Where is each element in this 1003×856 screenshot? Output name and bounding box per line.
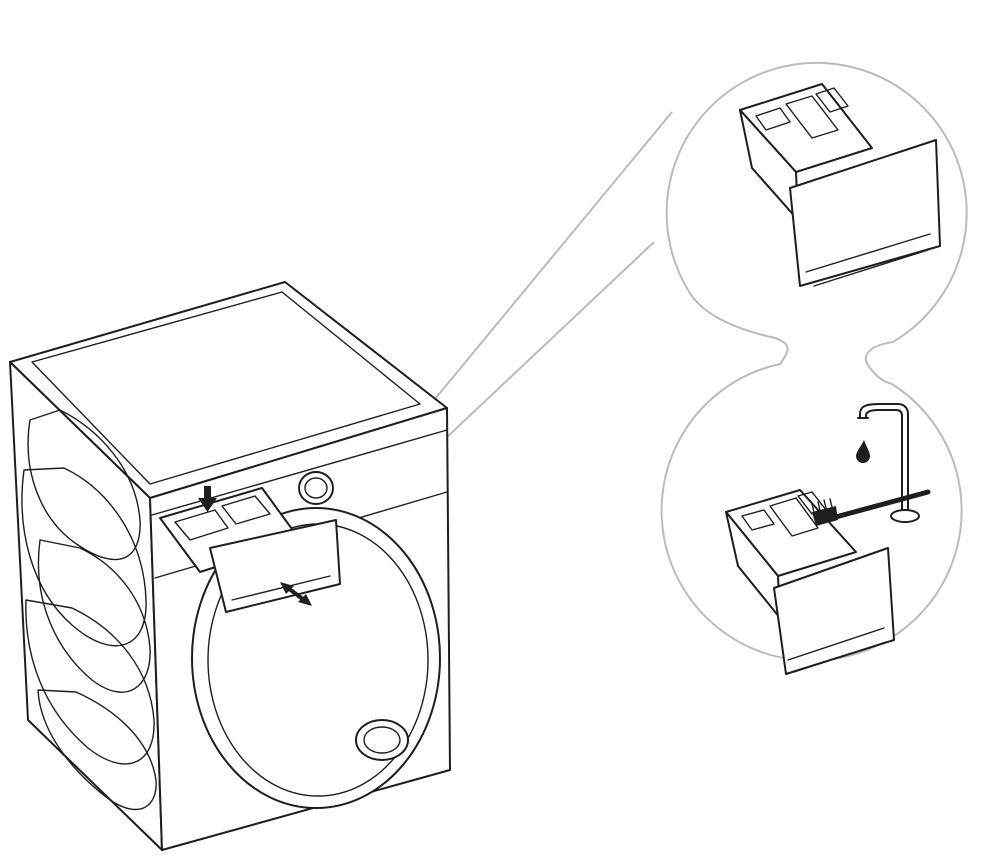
detergent-drawer-icon — [159, 487, 341, 613]
water-drop-icon — [856, 440, 870, 463]
wash-drawer-front — [773, 547, 895, 675]
control-knob-inner — [304, 477, 328, 499]
drawer-compartments — [174, 495, 271, 541]
drawer-handle — [231, 575, 331, 601]
wash-drawer-handle — [787, 627, 887, 673]
cleaning-brush-icon — [811, 489, 931, 526]
drawer-cleaning-detail — [725, 489, 895, 675]
drawer-front — [209, 519, 341, 613]
filter-cover — [355, 719, 409, 761]
detail-drawer-compartments — [755, 87, 849, 139]
pull-arrow-icon — [280, 582, 312, 606]
faucet-icon — [857, 403, 920, 523]
machine-top-inner — [31, 291, 421, 485]
callout-outline — [660, 61, 968, 662]
filter-cover-inner — [363, 726, 401, 754]
push-arrow-icon — [198, 486, 217, 512]
detail-drawer-handle — [805, 233, 931, 287]
control-knob — [298, 471, 334, 505]
detail-drawer-front — [789, 139, 941, 287]
side-panel-grooves — [21, 409, 157, 811]
washing-machine-icon — [9, 281, 451, 851]
drawer-removed-detail — [739, 83, 941, 287]
